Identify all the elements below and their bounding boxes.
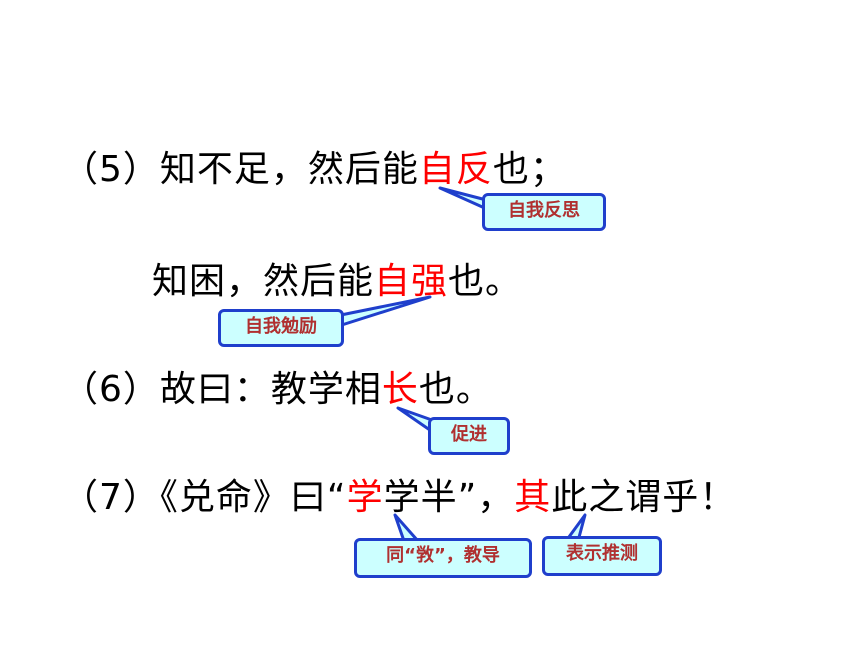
sentence-7: （7）《兑命》曰“学学半”，其此之谓乎！: [62, 476, 736, 520]
callout-xue: 同“敩”，教导: [354, 538, 532, 578]
highlight-zhang: 长: [381, 369, 419, 410]
sentence-7-prefix: （7）《兑命》曰“: [62, 477, 347, 518]
callout-xue-text: 同“敩”，教导: [386, 545, 500, 566]
sentence-5-suffix: 也；: [492, 149, 567, 190]
highlight-xue: 学: [346, 477, 384, 518]
callout-ziqiang-text: 自我勉励: [245, 316, 317, 337]
sentence-5-prefix: （5）知不足，然后能: [62, 149, 419, 190]
sentence-6-prefix: （6）故曰：教学相: [62, 369, 382, 410]
callout-zifan-text: 自我反思: [508, 200, 580, 221]
highlight-zifan: 自反: [418, 149, 493, 190]
callout-zhang-text: 促进: [451, 424, 487, 445]
sentence-6-suffix: 也。: [418, 369, 493, 410]
sentence-5: （5）知不足，然后能自反也；: [62, 148, 567, 192]
sentence-5b-prefix: 知困，然后能: [152, 261, 375, 302]
callout-zhang: 促进: [428, 417, 510, 455]
sentence-5b: 知困，然后能自强也。: [152, 260, 522, 304]
sentence-5b-suffix: 也。: [448, 261, 523, 302]
sentence-7-mid: 学半”，: [383, 477, 515, 518]
sentence-6: （6）故曰：教学相长也。: [62, 368, 493, 412]
callout-zifan: 自我反思: [482, 193, 606, 231]
callout-qi-text: 表示推测: [566, 543, 638, 564]
sentence-7-suffix: 此之谓乎！: [551, 477, 737, 518]
highlight-ziqiang: 自强: [374, 261, 449, 302]
callout-ziqiang: 自我勉励: [218, 309, 344, 347]
callout-qi: 表示推测: [542, 536, 662, 576]
highlight-qi: 其: [514, 477, 552, 518]
